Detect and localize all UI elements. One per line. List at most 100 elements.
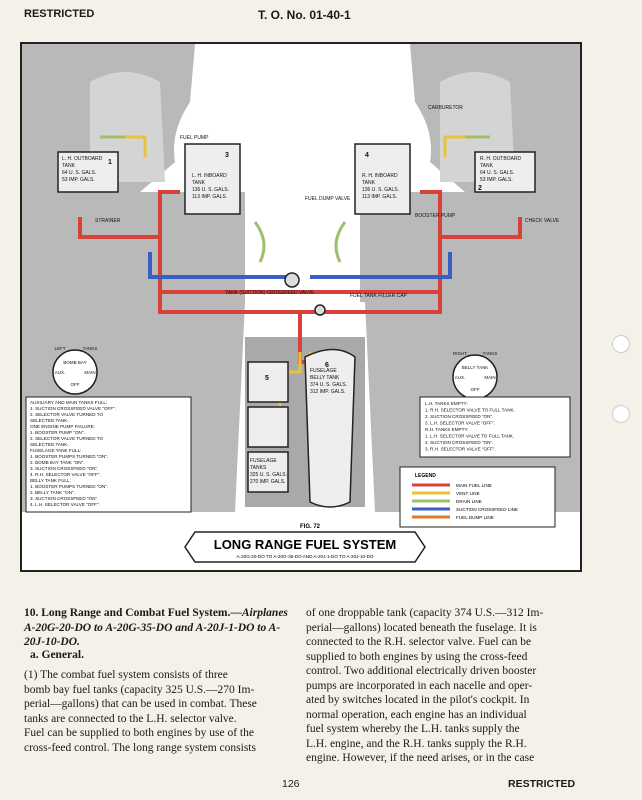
bomb-bay-tank — [247, 406, 289, 448]
tank-numbers: 1 2 3 4 5 6 — [108, 152, 482, 382]
header-to-number: T. O. No. 01-40-1 — [258, 8, 351, 22]
svg-text:3: 3 — [225, 152, 229, 159]
text-line: tanks are connected to the L.H. selector… — [24, 712, 237, 725]
caption-banner — [184, 531, 426, 563]
instruction-line: 1. R.H. SELECTOR VALVE TO FULL TANK. — [425, 408, 515, 413]
left-selector-dial — [52, 349, 98, 395]
figure-number: FIG. 72 — [300, 524, 321, 530]
instruction-line: R.H. TANKS EMPTY: — [425, 427, 468, 432]
drain-line-center — [253, 221, 347, 263]
svg-text:312 IMP. GALS.: 312 IMP. GALS. — [310, 389, 345, 395]
instruction-line: AUXILIARY AND MAIN TANKS FULL: — [30, 400, 107, 405]
left-selector-aux: AUX. — [55, 370, 66, 375]
instruction-line: FUSELAGE TANK FULL: — [30, 448, 81, 453]
svg-text:5: 5 — [265, 375, 269, 382]
rh-outboard-tank — [474, 151, 536, 193]
text-line: bomb bay fuel tanks (capacity 325 U.S.—2… — [24, 683, 255, 696]
main-fuel-line-left — [78, 190, 300, 294]
instruction-line: 2. BOMB BAY TANK "ON". — [30, 460, 85, 465]
svg-text:53 IMP. GALS.: 53 IMP. GALS. — [62, 177, 95, 183]
svg-text:FUSELAGE: FUSELAGE — [310, 368, 337, 374]
svg-text:L. H. OUTBOARD: L. H. OUTBOARD — [62, 156, 103, 162]
svg-text:374 U. S. GALS.: 374 U. S. GALS. — [310, 382, 347, 388]
instruction-line: BELLY TANK FULL: — [30, 478, 71, 483]
text-line: engine. However, if the need arises, or … — [306, 752, 535, 764]
text-line: connected to the R.H. selector valve. Fu… — [306, 636, 532, 648]
legend-label: VENT LINE — [456, 491, 480, 496]
svg-text:136 U. S. GALS.: 136 U. S. GALS. — [362, 187, 399, 193]
filler-cap-icon — [314, 304, 326, 316]
svg-text:6: 6 — [325, 362, 329, 369]
section-heading: 10. Long Range and Combat Fuel System.—A… — [24, 606, 296, 650]
section-heading-italic: Airplanes A-20G-20-DO to A-20G-35-DO and… — [24, 607, 288, 648]
left-selector-top: BOMB BAY — [63, 360, 86, 365]
fuel-dump-label: FUEL DUMP VALVE — [305, 196, 351, 202]
rh-inboard-label: R. H. INBOARD TANK 136 U. S. GALS. 113 I… — [362, 173, 399, 200]
lh-inboard-label: L. H. INBOARD TANK 136 U. S. GALS. 113 I… — [192, 173, 229, 200]
instruction-line: 4. L.H. SELECTOR VALVE "OFF". — [30, 502, 100, 507]
right-selector-right-top: TANKS — [483, 351, 498, 356]
legend-label: DRAIN LINE — [456, 499, 482, 504]
svg-text:113 IMP. GALS.: 113 IMP. GALS. — [362, 194, 397, 200]
svg-text:R. H. INBOARD: R. H. INBOARD — [362, 173, 398, 179]
instruction-line: L.H. TANKS EMPTY: — [425, 401, 468, 406]
instruction-line: 3. R.H. SELECTOR VALVE "OFF". — [425, 447, 496, 452]
crossfeed-valve-icon — [284, 272, 300, 288]
text-line: normal operation, each engine has an ind… — [306, 708, 527, 721]
bomb-bay-tank-5 — [247, 361, 289, 403]
legend-title: LEGEND — [415, 473, 436, 479]
svg-text:4: 4 — [365, 152, 369, 159]
instruction-line: 1. BOOSTER PUMPS TURNED "ON". — [30, 484, 108, 489]
strainer-label: STRAINER — [95, 218, 121, 224]
svg-text:1: 1 — [108, 159, 112, 166]
svg-text:270 IMP. GALS.: 270 IMP. GALS. — [250, 479, 285, 485]
left-selector-right-top: TANKS — [83, 346, 98, 351]
instruction-line: SELECTED TANK. — [30, 418, 69, 423]
fuselage-tanks-label: FUSELAGE TANKS 325 U. S. GALS. 270 IMP. … — [250, 458, 287, 485]
rh-outboard-label: R. H. OUTBOARD TANK 64 U. S. GALS. 53 IM… — [480, 156, 522, 183]
body-left-column: (1) The combat fuel system consists of t… — [24, 668, 298, 755]
belly-tank-label: FUSELAGE BELLY TANK 374 U. S. GALS. 312 … — [310, 368, 347, 395]
header-restricted-left: RESTRICTED — [24, 8, 95, 20]
right-selector-top: BELLY TANK — [462, 365, 488, 370]
right-selector-left-top: RIGHT — [453, 351, 467, 356]
instruction-line: 1. BOOSTER PUMP "ON". — [30, 430, 85, 435]
rh-inboard-tank — [354, 143, 411, 215]
text-line: control. Two additional electrically dri… — [306, 665, 537, 677]
left-instructions: AUXILIARY AND MAIN TANKS FULL:1. SUCTION… — [30, 400, 116, 507]
text-line: ated by switches located in the pilot's … — [306, 694, 530, 706]
crossfeed-valve-label: TANK (SUCTION) CROSSFEED VALVE — [225, 290, 315, 296]
svg-text:TANK: TANK — [480, 163, 494, 169]
booster-pump-label: BOOSTER PUMP — [415, 213, 456, 219]
suction-crossfeed-line — [148, 252, 452, 279]
svg-text:TANK: TANK — [192, 180, 206, 186]
footer-restricted: RESTRICTED — [508, 778, 576, 790]
instruction-line: 2. BELLY TANK "ON". — [30, 490, 75, 495]
svg-text:TANK: TANK — [362, 180, 376, 186]
binder-hole — [612, 335, 630, 353]
text-line: supplied to both engines by using the cr… — [306, 650, 528, 663]
filler-cap-label: FUEL TANK FILLER CAP — [350, 293, 408, 299]
instruction-line: 2. SELECTOR VALVE TURNED TO — [30, 436, 103, 441]
text-line: Fuel can be supplied to both engines by … — [24, 727, 254, 739]
instruction-line: 2. SELECTOR VALVE TURNED TO — [30, 412, 103, 417]
instruction-line: 4. R.H. SELECTOR VALVE "OFF". — [30, 472, 101, 477]
figure-subtitle: A-20G-20-DO TO A-20G-35-DO AND A-20J-1-D… — [236, 554, 373, 559]
svg-text:136 U. S. GALS.: 136 U. S. GALS. — [192, 187, 229, 193]
instruction-line: 3. SUCTION CROSSFEED "ON". — [30, 496, 98, 501]
main-fuel-line-right — [300, 190, 522, 294]
instruction-line: 1. SUCTION CROSSFEED VALVE "OFF". — [30, 406, 116, 411]
lh-inboard-tank — [184, 143, 241, 215]
svg-text:64 U. S. GALS.: 64 U. S. GALS. — [480, 170, 514, 176]
instruction-line: 3. SUCTION CROSSFEED "ON". — [30, 466, 98, 471]
text-line: perial—gallons) located beneath the fuse… — [306, 621, 537, 634]
belly-tank — [304, 348, 356, 508]
binder-hole — [612, 405, 630, 423]
text-line: pumps are incorporated in each nacelle a… — [306, 679, 533, 692]
instruction-line: 1. L.H. SELECTOR VALVE TO FULL TANK. — [425, 434, 514, 439]
legend-label: FUEL DUMP LINE — [456, 515, 494, 520]
text-line: cross-feed control. The long range syste… — [24, 741, 256, 754]
left-selector-main: MAIN — [84, 370, 95, 375]
instruction-line: ONE ENGINE PUMP FAILURE: — [30, 424, 95, 429]
